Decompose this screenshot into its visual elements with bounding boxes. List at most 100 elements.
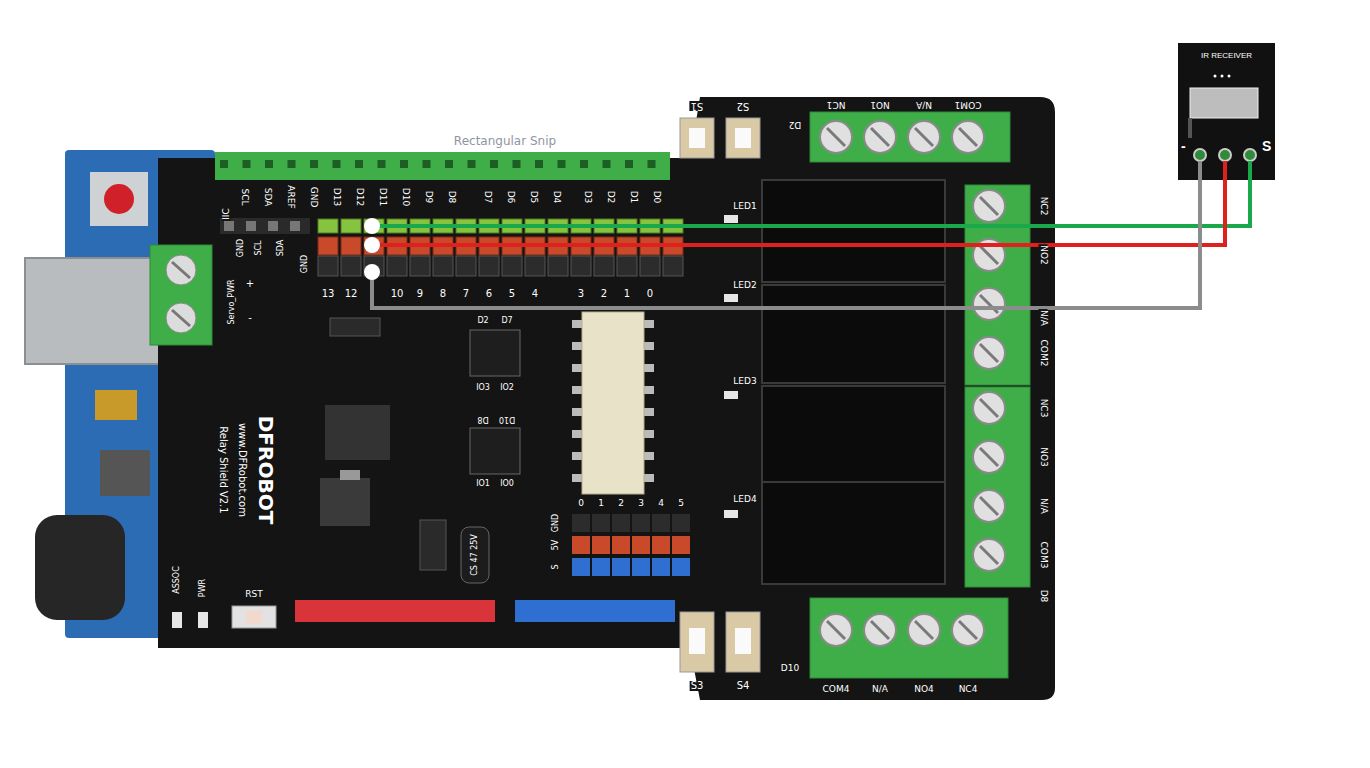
board-label: LED4 — [732, 495, 757, 504]
illustration-part — [571, 256, 591, 276]
illustration-part — [364, 237, 380, 253]
illustration-part — [663, 256, 683, 276]
illustration-part — [965, 185, 1030, 385]
illustration-part — [644, 430, 654, 438]
illustration-part — [980, 497, 998, 515]
board-label: 3 — [637, 499, 645, 508]
ir-receiver-module: IR RECEIVER-S — [1178, 43, 1275, 180]
board-label: NC1 — [826, 100, 847, 109]
board-label: SCL — [240, 187, 249, 206]
illustration-part — [612, 536, 630, 554]
illustration-part — [652, 536, 670, 554]
board-label: - — [247, 313, 253, 323]
illustration-part — [644, 320, 654, 328]
board-label: 12 — [344, 289, 359, 299]
board-label: D2 — [788, 120, 803, 129]
illustration-part — [617, 256, 637, 276]
illustration-part — [423, 160, 431, 168]
illustration-part — [372, 161, 1225, 245]
board-label: GND — [309, 186, 318, 209]
illustration-part — [973, 539, 1005, 571]
illustration-part — [1221, 75, 1224, 78]
board-label: D10 — [401, 187, 410, 207]
illustration-part — [572, 474, 582, 482]
board-label: N/A — [1039, 497, 1048, 515]
board-label: IO1 — [475, 480, 491, 488]
illustration-part — [672, 558, 690, 576]
board-label: 9 — [416, 289, 424, 299]
illustration-part — [625, 160, 633, 168]
board-label: D11 — [378, 187, 387, 207]
illustration-part — [470, 330, 520, 376]
board-label: S — [552, 563, 560, 570]
board-label: + — [245, 279, 255, 289]
illustration-part — [980, 197, 998, 215]
illustration-part — [980, 295, 998, 313]
board-label: N/A — [871, 685, 889, 694]
board-label: SCL — [255, 239, 263, 256]
illustration-part — [603, 160, 611, 168]
illustration-part — [461, 527, 489, 583]
illustration-part — [525, 256, 545, 276]
illustration-part — [378, 160, 386, 168]
illustration-part — [318, 219, 338, 233]
board-label: Relay Shield V2.1 — [218, 425, 228, 514]
board-label: PWR — [199, 578, 207, 598]
illustration-part — [290, 221, 300, 231]
board-label: S3 — [690, 681, 705, 691]
illustration-part — [632, 514, 650, 532]
illustration-part — [652, 514, 670, 532]
board-label: D0 — [652, 190, 661, 205]
board-label: COM2 — [1039, 339, 1048, 368]
illustration-part — [1194, 149, 1206, 161]
board-label: RST — [244, 590, 263, 599]
watermark-text: Rectangular Snip — [453, 135, 557, 147]
board-label: D8 — [447, 190, 456, 205]
illustration-part — [680, 118, 714, 158]
board-label: D6 — [506, 190, 515, 205]
illustration-part — [420, 520, 446, 570]
illustration-part — [158, 97, 1055, 700]
pin-label: - — [1181, 139, 1186, 153]
illustration-part — [864, 121, 896, 153]
board-label: N/A — [1039, 309, 1048, 327]
board-label: D1 — [629, 190, 638, 205]
board-label: 4 — [531, 289, 539, 299]
illustration-part — [456, 256, 476, 276]
board-label: 10 — [390, 289, 405, 299]
board-label: 2 — [600, 289, 608, 299]
illustration-part — [490, 160, 498, 168]
illustration-part — [980, 344, 998, 362]
illustration-part — [648, 160, 656, 168]
illustration-part — [470, 428, 520, 474]
illustration-part — [246, 221, 256, 231]
illustration-part — [513, 160, 521, 168]
illustration-part — [871, 621, 889, 639]
illustration-part — [980, 546, 998, 564]
illustration-part — [1178, 43, 1275, 180]
illustration-part — [220, 160, 228, 168]
illustration-part — [689, 628, 705, 654]
illustration-part — [612, 514, 630, 532]
illustration-part — [864, 614, 896, 646]
board-label: D10 — [780, 664, 800, 673]
illustration-part — [973, 337, 1005, 369]
illustration-part — [965, 387, 1030, 587]
board-label: 6 — [485, 289, 493, 299]
board-label: 5 — [677, 499, 685, 508]
illustration-part — [100, 450, 150, 496]
illustration-part — [166, 255, 196, 285]
illustration-part — [973, 288, 1005, 320]
board-label: LED3 — [732, 377, 757, 386]
illustration-part — [150, 245, 212, 345]
board-label: 13 — [321, 289, 336, 299]
illustration-part — [330, 318, 380, 336]
illustration-part — [232, 606, 276, 628]
illustration-part — [632, 536, 650, 554]
illustration-part — [572, 536, 590, 554]
illustration-part — [198, 612, 208, 628]
illustration-part — [980, 448, 998, 466]
illustration-part — [594, 256, 614, 276]
